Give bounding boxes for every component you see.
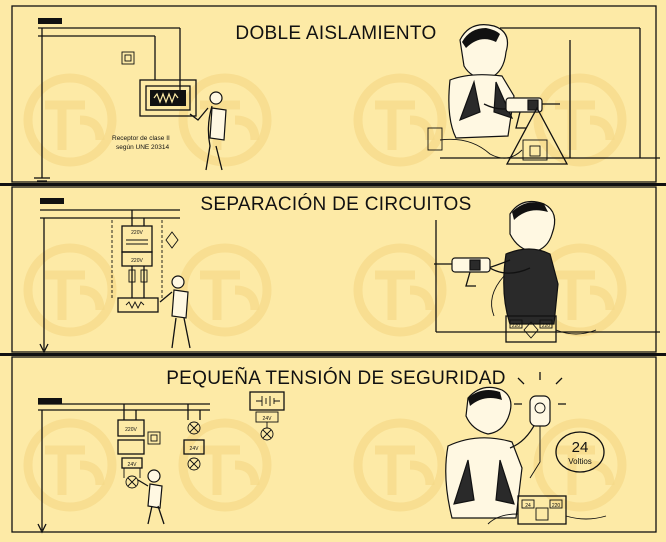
callout-unit: Voltios — [568, 457, 592, 466]
worker-touching-device-2 — [159, 275, 191, 349]
portable-safety-transformer: 24 220 — [487, 495, 607, 525]
battery-lamp-circuit: 24V — [249, 391, 285, 441]
worker-with-lamp-3 — [137, 469, 165, 525]
supply-lines-3 — [37, 398, 210, 534]
panel-circuit-separation: SEPARACIÓN DE CIRCUITOS 220V 220V — [39, 193, 660, 354]
lamp-column: 24V — [183, 421, 205, 471]
supply-lines-1 — [34, 18, 181, 182]
receiver-note-line1: Receptor de clase II — [112, 135, 170, 142]
panel-1-title: DOBLE AISLAMIENTO — [235, 23, 436, 44]
safety-transformer: 220V 24V — [117, 419, 161, 489]
portable-220-label: 220 — [552, 503, 561, 509]
supply-lines-2 — [39, 198, 180, 354]
drill-1 — [505, 97, 560, 129]
panel-3-title: PEQUEÑA TENSIÓN DE SEGURIDAD — [166, 367, 506, 389]
class-ii-receiver — [139, 79, 197, 117]
callout-value: 24 — [572, 439, 589, 456]
drill-2 — [434, 257, 491, 287]
portable-output-label: 220 — [542, 323, 551, 329]
portable-24-label: 24 — [525, 503, 531, 509]
isolation-transformer: 220V 220V — [111, 220, 179, 313]
transformer-primary-label: 220V — [131, 230, 143, 236]
lamp-24-label-a: 24V — [128, 462, 138, 468]
panel-frame-3 — [11, 356, 657, 533]
worker-with-hand-lamp — [445, 386, 537, 519]
watermark-pattern — [23, 73, 627, 507]
panel-frame-2 — [11, 186, 657, 353]
portable-input-label: 220 — [512, 323, 521, 329]
hand-lamp-icon — [514, 372, 566, 479]
panel-safety-low-voltage: PEQUEÑA TENSIÓN DE SEGURIDAD 220V 24V — [37, 367, 607, 534]
lamp-24-label-b: 24V — [190, 446, 200, 452]
class-ii-symbol-1 — [121, 51, 135, 65]
voltage-callout: 24 Voltios — [555, 431, 605, 473]
warning-triangle-icon-1 — [505, 106, 569, 165]
panel-2-title: SEPARACIÓN DE CIRCUITOS — [200, 193, 471, 215]
lamp-24-label-c: 24V — [263, 416, 273, 422]
wall-outlet-1 — [427, 127, 443, 151]
worker-with-drill-2 — [479, 201, 559, 325]
panel-frame-1 — [11, 5, 657, 183]
trafo-220-label: 220V — [125, 427, 137, 433]
receiver-note-line2: según UNE 20314 — [116, 144, 170, 151]
transformer-secondary-label: 220V — [131, 258, 143, 264]
worker-touching-receiver — [189, 91, 227, 171]
panel-double-insulation: DOBLE AISLAMIENTO Receptor de clase II s… — [34, 18, 660, 182]
portable-isolation-transformer: 220 220 — [491, 275, 597, 343]
worker-with-drill-1 — [448, 24, 521, 139]
